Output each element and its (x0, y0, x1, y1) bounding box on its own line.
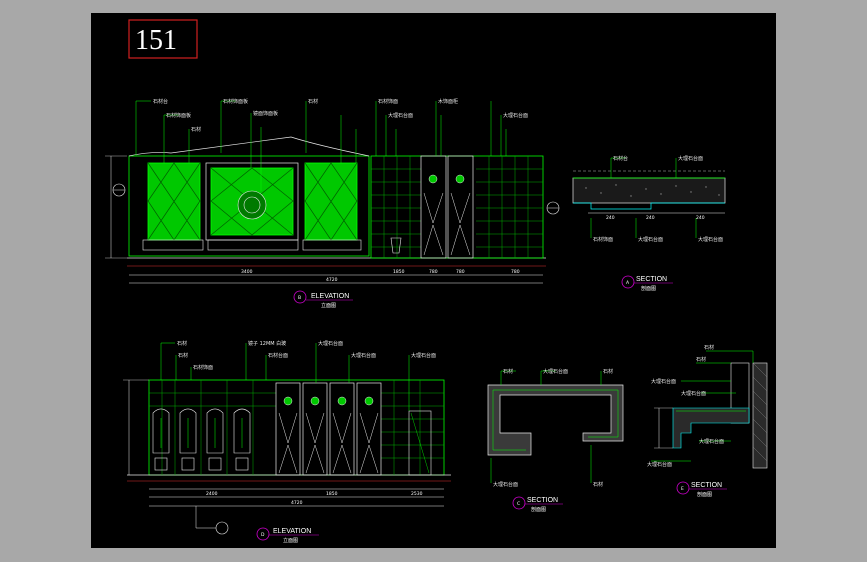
section-c-label-4: 大理石台面 (493, 481, 518, 488)
section-a-dim-3: 240 (696, 215, 705, 221)
elev-bottom-label-5: 石材台面 (268, 352, 288, 359)
cad-drawing-svg: 151 (105, 19, 768, 544)
elev-top-dim-1: 3400 (241, 269, 253, 275)
elev-top-dim-5: 780 (456, 269, 465, 275)
section-e-title: SECTION (691, 482, 722, 489)
elev-top-dim-3: 1850 (393, 269, 405, 275)
elev-bottom-marker (256, 527, 270, 541)
elev-bottom-dim-3: 1850 (326, 491, 338, 497)
elev-top-label-7: 石材饰面 (378, 98, 398, 105)
section-c-label-3: 石材 (603, 368, 613, 375)
section-e-label-4: 大理石台面 (681, 390, 706, 397)
section-a-marker (621, 275, 635, 289)
elev-top-dim-6: 780 (511, 269, 520, 275)
section-a-marker-letter: A (626, 280, 630, 286)
elev-bottom-dim-2: 4720 (291, 500, 303, 506)
elev-top-label-9: 木饰面柜 (438, 98, 458, 105)
section-a-dim-1: 240 (606, 215, 615, 221)
section-c: 石材 大理石台面 石材 大理石台面 石材 C SECTION 剖面图 (487, 368, 624, 513)
elev-top-label-5: 镜面饰面板 (253, 110, 278, 117)
section-a-label-1: 石材台 (613, 155, 628, 162)
elev-bottom-dim-1: 2400 (206, 491, 218, 497)
elev-top-label-1: 石材台 (153, 98, 168, 105)
cad-drawing-canvas: 151 (91, 13, 776, 548)
section-c-label-2: 大理石台面 (543, 368, 568, 375)
section-a-label-4: 大理石台面 (638, 236, 663, 243)
drawing-number: 151 (135, 25, 177, 56)
elev-top-dim-2: 4720 (326, 277, 338, 283)
section-c-marker-letter: C (517, 501, 520, 507)
elev-bottom-subtitle: 立面图 (283, 537, 298, 544)
elev-top-label-8: 大理石台面 (388, 112, 413, 119)
drawing-number-box (128, 19, 198, 59)
elev-bottom-label-3: 石材饰面 (193, 364, 213, 371)
elevation-top: 石材台 石材饰面板 石材 石材饰面板 镜面饰面板 石材 石材饰面 大理石台面 木… (105, 98, 560, 309)
elev-top-marker-letter: B (298, 295, 301, 301)
elev-top-marker (293, 290, 307, 304)
section-c-subtitle: 剖面图 (531, 506, 546, 513)
elev-top-subtitle: 立面图 (321, 302, 336, 309)
elev-bottom-label-4: 镜子 12MM 白玻 (248, 340, 286, 347)
elev-bottom-title: ELEVATION (273, 528, 311, 535)
section-a-label-3: 石材饰面 (593, 236, 613, 243)
section-e-label-6: 大理石台面 (647, 461, 672, 468)
section-c-label-1: 石材 (503, 368, 513, 375)
elev-top-dim-4: 780 (429, 269, 438, 275)
section-e-marker (676, 481, 690, 495)
elev-top-title: ELEVATION (311, 293, 349, 300)
elev-top-label-2: 石材饰面板 (166, 112, 191, 119)
elevation-bottom: 石材 石材 石材饰面 镜子 12MM 白玻 石材台面 大理石台面 大理石台面 大… (123, 340, 451, 544)
section-e-subtitle: 剖面图 (697, 491, 712, 498)
elev-bottom-label-2: 石材 (178, 352, 188, 359)
section-e-marker-letter: E (681, 486, 684, 492)
elev-bottom-label-6: 大理石台面 (318, 340, 343, 347)
elev-bottom-marker-letter: D (261, 532, 265, 538)
section-a-label-5: 大理石台面 (698, 236, 723, 243)
elev-top-label-10: 大理石台面 (503, 112, 528, 119)
section-c-label-5: 石材 (593, 481, 603, 488)
section-c-marker (512, 496, 526, 510)
elev-top-label-3: 石材 (191, 126, 201, 133)
elev-bottom-label-8: 大理石台面 (411, 352, 436, 359)
section-c-title: SECTION (527, 497, 558, 504)
section-e-label-2: 石材 (696, 356, 706, 363)
section-a-label-2: 大理石台面 (678, 155, 703, 162)
section-e-label-5: 大理石台面 (699, 438, 724, 445)
elev-bottom-label-7: 大理石台面 (351, 352, 376, 359)
section-a-subtitle: 剖面图 (641, 285, 656, 292)
elev-bottom-label-1: 石材 (177, 340, 187, 347)
elev-top-label-6: 石材 (308, 98, 318, 105)
elev-bottom-dim-4: 2530 (411, 491, 423, 497)
section-a: 石材台 大理石台面 石材饰面 大理石台面 大理石台面 240 240 240 A… (572, 155, 726, 292)
section-e: 石材 石材 大理石台面 大理石台面 大理石台面 大理石台面 E SECTION … (647, 344, 768, 498)
section-e-label-1: 石材 (704, 344, 714, 351)
section-a-title: SECTION (636, 276, 667, 283)
elev-top-label-4: 石材饰面板 (223, 98, 248, 105)
section-e-label-3: 大理石台面 (651, 378, 676, 385)
section-a-dim-2: 240 (646, 215, 655, 221)
